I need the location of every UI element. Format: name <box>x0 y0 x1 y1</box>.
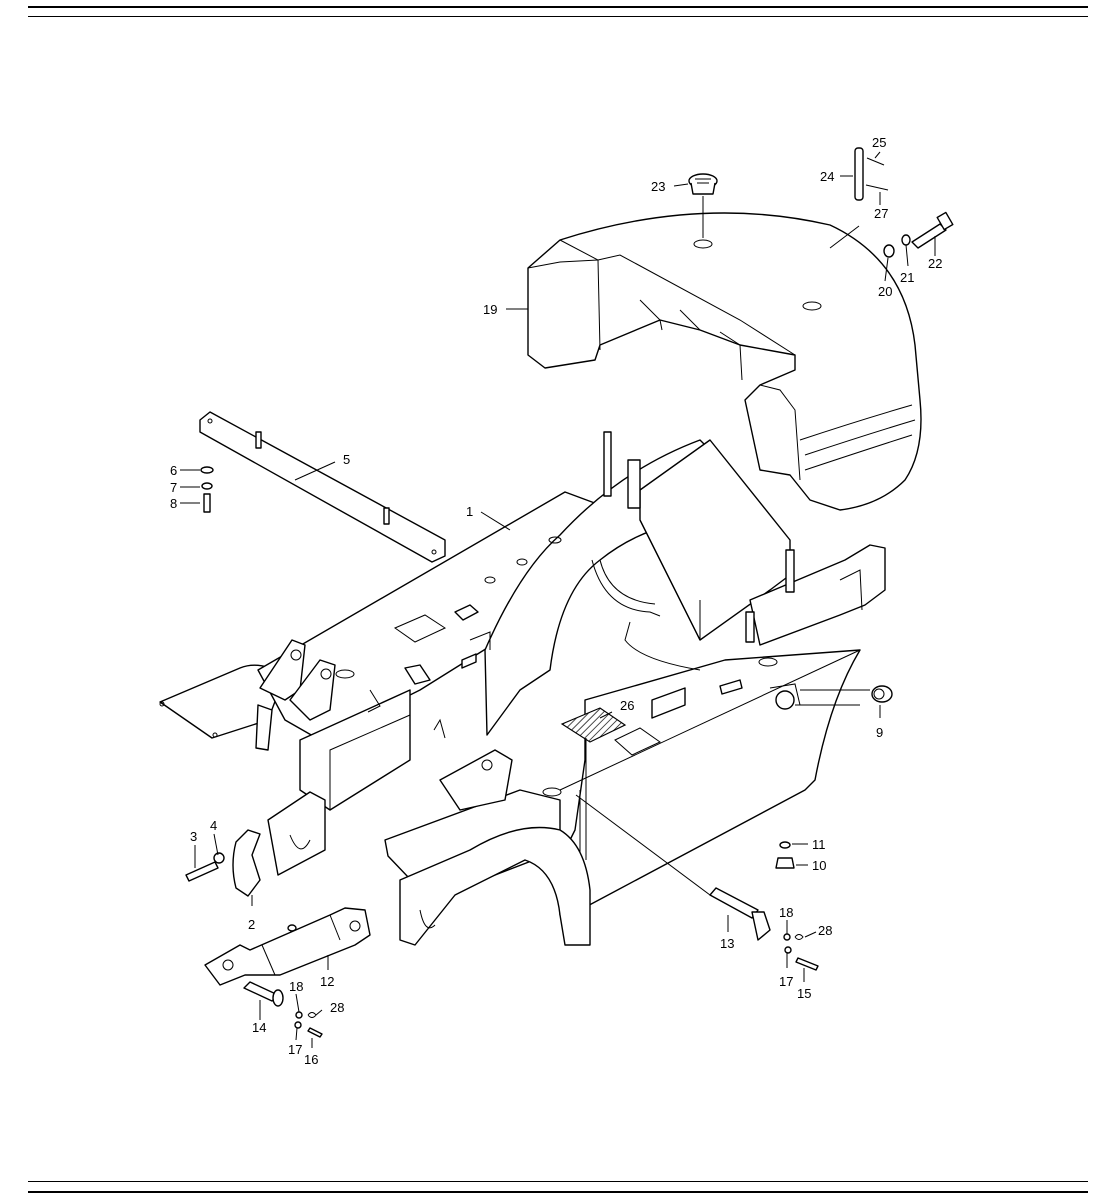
cylinder-pin-left <box>243 981 323 1038</box>
callout-15: 15 <box>797 986 811 1001</box>
callout-17-left: 17 <box>288 1042 302 1057</box>
callout-24: 24 <box>820 169 834 184</box>
callout-14: 14 <box>252 1020 266 1035</box>
callout-28-left: 28 <box>330 1000 344 1015</box>
callout-16: 16 <box>304 1052 318 1067</box>
callout-10: 10 <box>812 858 826 873</box>
callout-20: 20 <box>878 284 892 299</box>
callout-17-right: 17 <box>779 974 793 989</box>
callout-18-right: 18 <box>779 905 793 920</box>
bottom-border-rule-thin <box>28 1181 1088 1182</box>
callout-19: 19 <box>483 302 497 317</box>
pin-clamp <box>185 829 261 897</box>
callout-18-left: 18 <box>289 979 303 994</box>
callout-11: 11 <box>812 837 826 852</box>
callout-3: 3 <box>190 829 197 844</box>
callout-23: 23 <box>651 179 665 194</box>
filler-cap <box>688 173 718 195</box>
main-frame <box>159 431 886 946</box>
cover-cap <box>871 685 893 703</box>
callout-6: 6 <box>170 463 177 478</box>
callout-26: 26 <box>620 698 634 713</box>
counterweight-bolt <box>883 211 954 258</box>
leader-lines <box>180 151 936 1048</box>
callout-9: 9 <box>876 725 883 740</box>
hydraulic-cylinder <box>204 907 371 986</box>
bottom-border-rule <box>28 1191 1088 1193</box>
callout-2: 2 <box>248 917 255 932</box>
callout-21: 21 <box>900 270 914 285</box>
lifting-pin <box>854 147 889 201</box>
callout-7: 7 <box>170 480 177 495</box>
callout-12: 12 <box>320 974 334 989</box>
callout-25: 25 <box>872 135 886 150</box>
callout-22: 22 <box>928 256 942 271</box>
callout-28-right: 28 <box>818 923 832 938</box>
callout-1: 1 <box>466 504 473 519</box>
guide-plate <box>199 411 446 563</box>
callout-labels: 1 2 3 4 5 6 7 8 9 10 11 12 13 14 15 16 1… <box>170 135 942 1067</box>
nut-and-washer <box>775 841 795 869</box>
top-border-rule <box>28 6 1088 8</box>
cylinder-pin-right <box>709 887 819 971</box>
callout-4: 4 <box>210 818 217 833</box>
callout-13: 13 <box>720 936 734 951</box>
anti-slip-plate <box>560 707 627 743</box>
counterweight <box>527 212 922 511</box>
callout-8: 8 <box>170 496 177 511</box>
top-border-rule-thin <box>28 16 1088 17</box>
callout-5: 5 <box>343 452 350 467</box>
callout-27: 27 <box>874 206 888 221</box>
